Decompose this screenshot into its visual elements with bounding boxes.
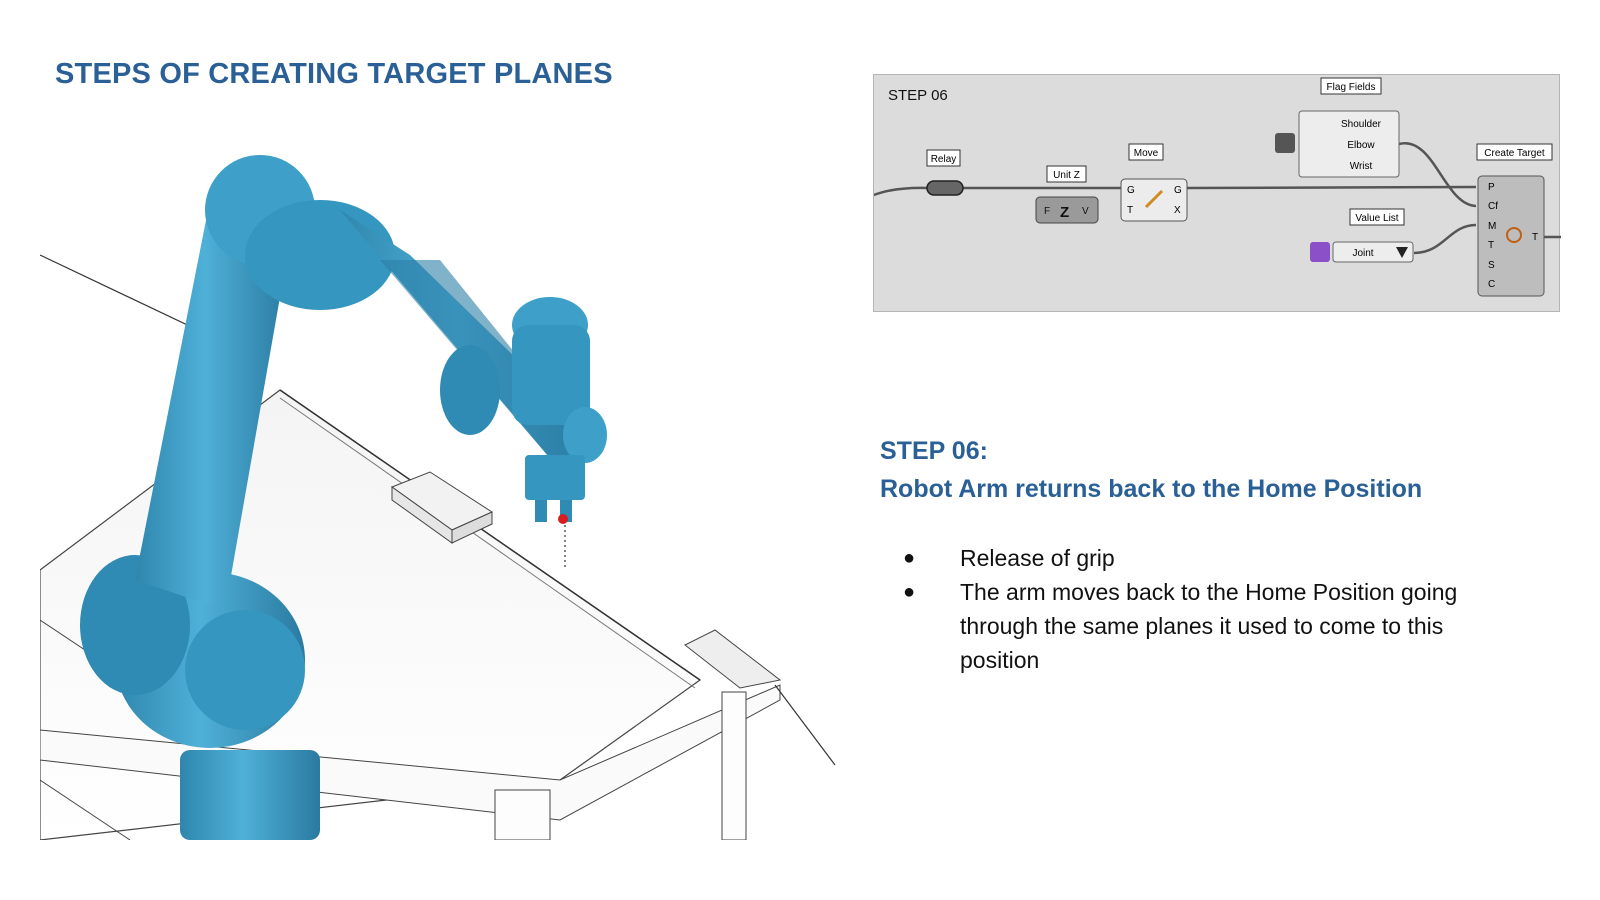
flag-option-elbow[interactable]: Elbow <box>1347 140 1375 151</box>
target-input-m: M <box>1488 221 1496 232</box>
target-icon <box>1506 227 1522 243</box>
node-diagram-panel: STEP 06 Relay Unit Z F Z V Move G <box>873 74 1561 312</box>
move-label: Move <box>1134 148 1159 159</box>
move-input-t: T <box>1127 205 1133 216</box>
robot-arm-illustration <box>40 140 860 840</box>
value-list-label: Value List <box>1355 213 1398 224</box>
move-input-g: G <box>1127 185 1135 196</box>
step-number: STEP 06: <box>880 437 988 465</box>
flag-fields-label: Flag Fields <box>1327 82 1376 93</box>
target-input-cf: Cf <box>1488 201 1498 212</box>
node-graph: Relay Unit Z F Z V Move G T G X Flag Fie… <box>874 77 1561 297</box>
wire-input <box>874 186 930 197</box>
value-list-node[interactable]: Value List Joint <box>1310 208 1414 263</box>
unit-z-label: Unit Z <box>1053 170 1080 181</box>
unit-z-input: F <box>1044 206 1050 217</box>
step-subheading: Robot Arm returns back to the Home Posit… <box>880 475 1423 503</box>
target-input-t: T <box>1488 240 1494 251</box>
flag-fields-node[interactable]: Flag Fields Shoulder Elbow Wrist <box>1275 77 1400 178</box>
move-node[interactable]: Move G T G X <box>1120 143 1188 222</box>
wire-flag-target <box>1398 142 1477 208</box>
target-input-c: C <box>1488 279 1495 290</box>
bullet-text: Release of grip <box>960 545 1115 571</box>
create-target-node[interactable]: Create Target P Cf M T S C T <box>1476 143 1553 297</box>
flag-option-shoulder[interactable]: Shoulder <box>1341 119 1382 130</box>
step-heading: STEP 06: Robot Arm returns back to the H… <box>880 432 1422 508</box>
diagram-step-label: STEP 06 <box>888 87 948 104</box>
list-item: ● The arm moves back to the Home Positio… <box>903 575 1463 677</box>
target-output-t: T <box>1532 232 1538 243</box>
relay-label: Relay <box>931 154 957 165</box>
value-list-value[interactable]: Joint <box>1352 248 1373 259</box>
create-target-label: Create Target <box>1484 148 1545 159</box>
unit-z-icon: Z <box>1060 204 1069 221</box>
move-arrow-icon <box>1144 189 1164 209</box>
bullet-icon: ● <box>903 547 916 569</box>
wire-valuelist-target <box>1413 223 1477 255</box>
bullet-icon: ● <box>903 581 916 603</box>
unit-z-output: V <box>1082 206 1089 217</box>
move-output-x: X <box>1174 205 1181 216</box>
target-input-p: P <box>1488 182 1495 193</box>
list-item: ● Release of grip <box>903 541 1463 575</box>
bullet-text: The arm moves back to the Home Position … <box>960 579 1458 673</box>
robot-arm-drawing <box>40 155 836 840</box>
flag-option-wrist[interactable]: Wrist <box>1350 161 1373 172</box>
script-icon <box>1310 242 1330 262</box>
dropdown-arrow-icon[interactable] <box>1396 247 1408 258</box>
target-input-s: S <box>1488 260 1495 271</box>
move-output-g: G <box>1174 185 1182 196</box>
page-title: STEPS OF CREATING TARGET PLANES <box>55 58 613 90</box>
step-bullet-list: ● Release of grip ● The arm moves back t… <box>903 541 1463 677</box>
wire-move-target <box>1186 185 1477 190</box>
relay-node[interactable]: Relay <box>926 149 964 196</box>
unit-z-node[interactable]: Unit Z F Z V <box>1035 165 1099 224</box>
script-icon <box>1275 133 1295 153</box>
